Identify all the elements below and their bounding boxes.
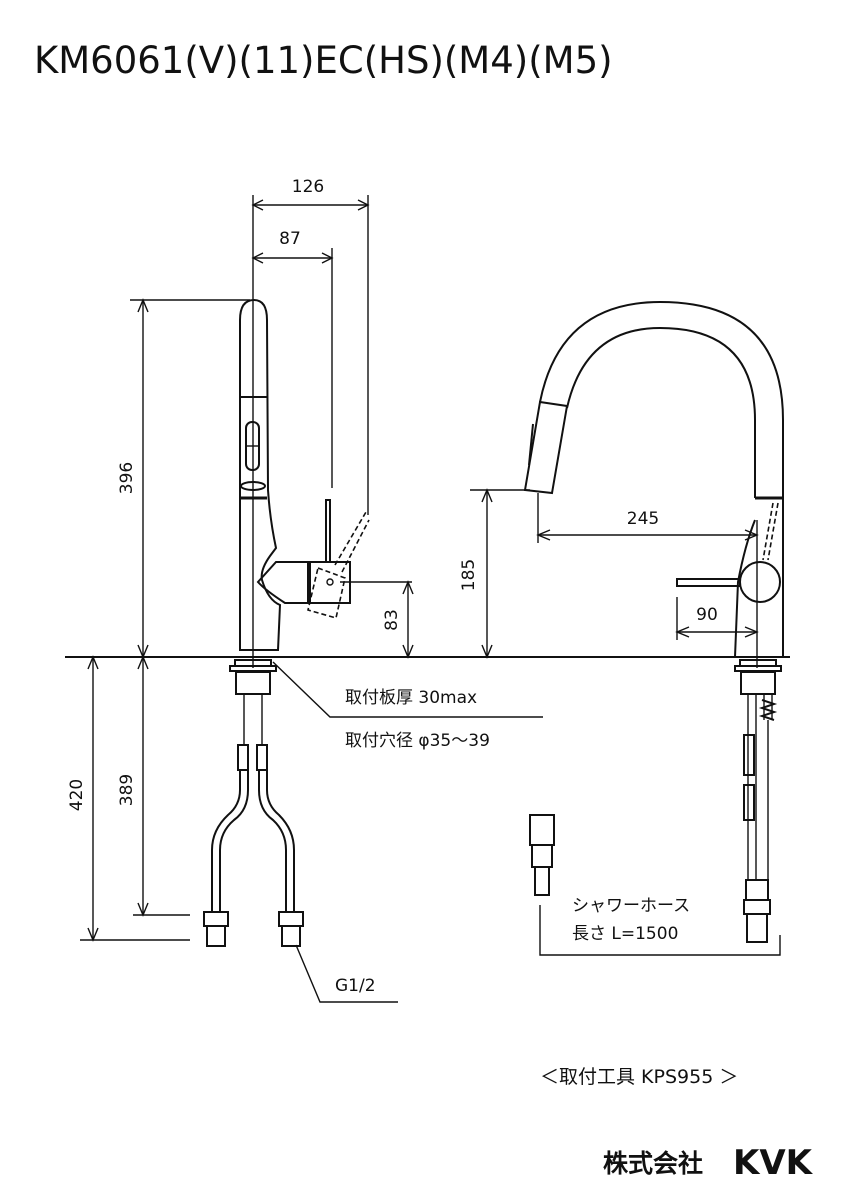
dim-389: 389 <box>117 774 137 806</box>
shower-hose-length: 長さ L=1500 <box>572 924 678 944</box>
dimension-lines-right <box>470 488 759 659</box>
mounting-tool-note: ＜取付工具 KPS955 ＞ <box>540 1066 738 1088</box>
dim-396: 396 <box>117 462 137 494</box>
plate-thickness-note: 取付板厚 30max <box>345 688 477 708</box>
company-name: 株式会社 <box>603 1149 703 1178</box>
dim-245: 245 <box>627 509 659 529</box>
dim-87: 87 <box>279 229 301 249</box>
dim-126: 126 <box>292 177 324 197</box>
side-view-faucet <box>203 195 370 947</box>
front-view-faucet <box>523 300 784 956</box>
dim-185: 185 <box>459 559 479 591</box>
dim-83: 83 <box>382 609 402 631</box>
dim-420: 420 <box>67 779 87 811</box>
shower-hose-label: シャワーホース <box>572 896 690 916</box>
hole-diameter-note: 取付穴径 φ35～39 <box>345 731 490 751</box>
model-title: KM6061(V)(11)EC(HS)(M4)(M5) <box>34 39 613 82</box>
dimension-lines-left <box>80 195 543 1003</box>
dim-90: 90 <box>696 605 718 625</box>
thread-note: G1/2 <box>335 976 376 996</box>
kvk-logo: KVK <box>733 1143 814 1183</box>
